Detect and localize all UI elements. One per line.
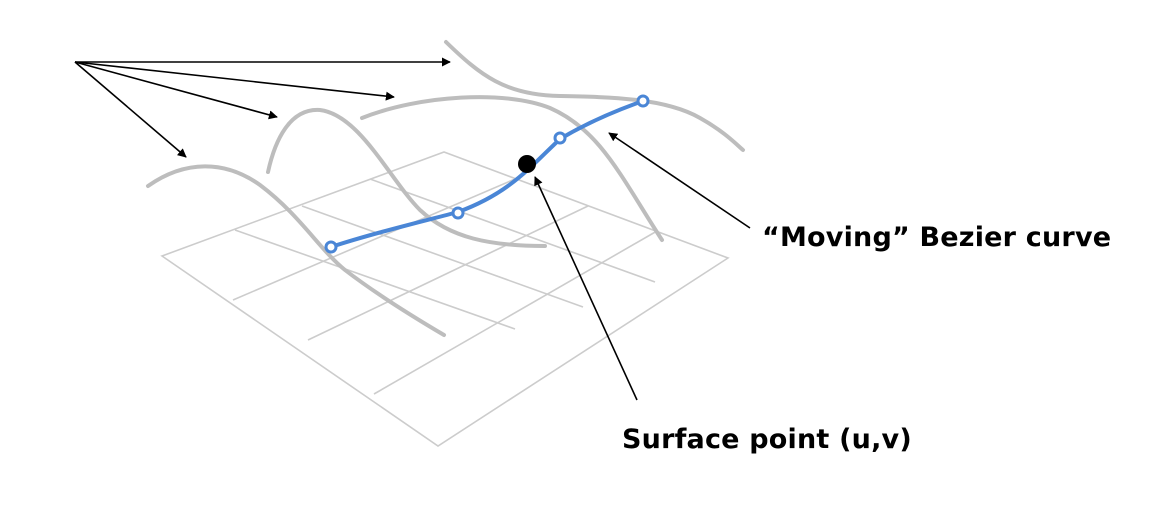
grid-line-u1 [232,178,516,301]
moving-curve-control-point-3 [553,131,567,145]
grid-line-v2 [301,205,584,308]
control-curve-2 [266,107,547,248]
moving-curve-control-point-2 [451,206,465,220]
moving-curve-control-point-1 [324,240,338,254]
grid-line-u3 [373,230,658,395]
moving-bezier-curve-label: “Moving” Bezier curve [762,222,1112,253]
moving-curve-control-point-4 [636,94,650,108]
grid-line-u2 [307,205,589,341]
surface-point-label: Surface point (u,v) [622,424,912,455]
grid-border [160,151,730,447]
arrow-moving-curve [608,132,751,229]
control-curves [146,40,745,337]
arrow-to-curve-2 [74,61,278,120]
control-curve-4 [444,40,745,152]
grid-line-v3 [369,178,656,283]
arrow-surface-point [534,176,638,401]
surface-point [518,155,536,173]
control-curve-arrows [74,57,451,158]
moving-curve-path [329,99,645,249]
arrow-to-curve-1 [74,61,187,158]
control-curve-1 [146,164,446,337]
grid-line-v1 [234,229,516,330]
moving-bezier-curve [324,94,650,254]
control-curve-3 [360,95,664,242]
parameter-grid [160,151,730,447]
arrow-to-curve-3 [74,61,395,101]
